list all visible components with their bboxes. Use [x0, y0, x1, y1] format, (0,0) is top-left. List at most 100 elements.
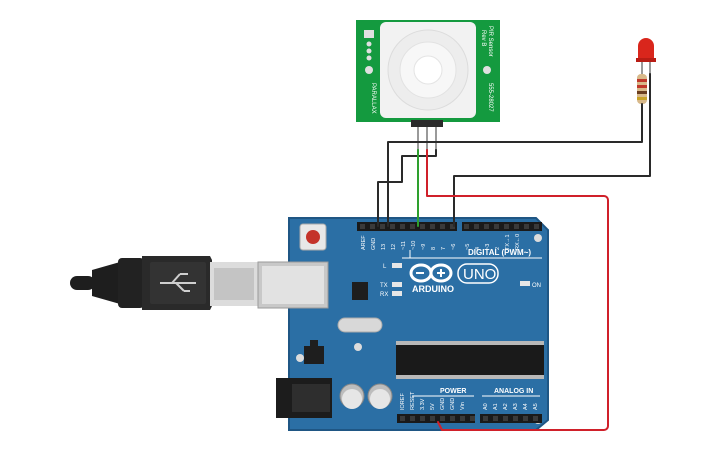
digital-pin-label-10: ~5	[465, 244, 471, 250]
usb-cable	[70, 256, 258, 310]
header-pin-hole	[440, 416, 445, 421]
analog-pin-label-3: A3	[513, 403, 519, 410]
header-pin-hole	[450, 224, 455, 229]
header-pin-hole	[523, 416, 528, 421]
capacitor-right	[367, 383, 393, 409]
power-pin-label-6: Vin	[460, 402, 466, 410]
analog-pin-label-1: A1	[493, 403, 499, 410]
digital-pin-label-4: ~11	[401, 241, 407, 250]
power-pin-label-4: GND	[440, 398, 446, 410]
header-pin-hole	[370, 224, 375, 229]
status-leds: L TX RX ON	[380, 263, 541, 298]
header-pin-hole	[493, 416, 498, 421]
analog-section-label: ANALOG IN	[494, 388, 533, 395]
header-pin-hole	[484, 224, 489, 229]
tx-led-label: TX	[380, 283, 388, 289]
voltage-regulator	[304, 346, 324, 364]
header-pin-hole	[410, 416, 415, 421]
analog-pin-label-0: A0	[483, 403, 489, 410]
header-pin-hole	[390, 224, 395, 229]
pir-sensor: PARALLAX PIR Sensor Rev B 555-28027	[356, 20, 500, 150]
header-pin-hole	[494, 224, 499, 229]
digital-pin-label-12: ~3	[485, 244, 491, 250]
atmega-chip	[396, 341, 544, 379]
digital-pin-label-2: 13	[381, 244, 387, 250]
arduino-brand: ARDUINO	[412, 284, 454, 294]
header-pin-hole	[360, 224, 365, 229]
digital-pin-label-0: AREF	[361, 235, 367, 250]
header-pin-hole	[380, 224, 385, 229]
wire-pir-vcc-to-5v	[426, 149, 609, 431]
l-led-label: L	[383, 264, 387, 270]
power-pin-label-2: 3.3V	[420, 398, 426, 410]
header-pin-hole	[430, 224, 435, 229]
header-pin-hole	[503, 416, 508, 421]
header-pin-hole	[400, 224, 405, 229]
usb-chip	[352, 282, 368, 300]
header-pin-hole	[483, 416, 488, 421]
power-pin-label-0: IOREF	[400, 393, 406, 410]
header-pin-hole	[400, 416, 405, 421]
digital-pin-label-1: GND	[371, 238, 377, 250]
header-pin-hole	[440, 224, 445, 229]
pir-pin-header	[411, 120, 443, 127]
dc-jack	[276, 378, 332, 418]
power-pin-label-3: 5V	[430, 403, 436, 410]
header-pin-hole	[534, 224, 539, 229]
pir-maker: PARALLAX	[370, 83, 376, 114]
digital-pin-label-6: ~9	[421, 244, 427, 250]
header-pin-hole	[460, 416, 465, 421]
pir-part-number: 555-28027	[487, 83, 493, 112]
digital-header-left	[357, 222, 457, 231]
rx-led-label: RX	[380, 292, 388, 298]
red-led	[636, 38, 656, 74]
wire-led-to-pin8	[453, 73, 651, 227]
arduino-board: AREF GND 13 12 ~11 ~10 ~9 8 7 ~6 ~5 4 ~3 2 TX→1 RX←0 IO…	[257, 217, 549, 431]
analog-header	[480, 414, 542, 423]
analog-pin-label-2: A2	[503, 403, 509, 410]
power-section-label: POWER	[440, 388, 466, 395]
digital-pin-label-8: 7	[441, 247, 447, 250]
header-pin-hole	[430, 416, 435, 421]
header-pin-hole	[533, 416, 538, 421]
header-pin-hole	[420, 416, 425, 421]
header-pin-hole	[410, 224, 415, 229]
digital-pin-label-9: ~6	[451, 244, 457, 250]
header-pin-hole	[420, 224, 425, 229]
header-pin-hole	[474, 224, 479, 229]
digital-pin-label-7: 8	[431, 247, 437, 250]
digital-pwm-label: DIGITAL (PWM~)	[468, 248, 531, 257]
uno-badge	[457, 263, 499, 284]
header-pin-hole	[504, 224, 509, 229]
power-pin-label-1: RESET	[410, 391, 416, 410]
header-pin-hole	[464, 224, 469, 229]
capacitor-left	[339, 383, 365, 409]
resistor	[637, 74, 647, 104]
pir-name: PIR Sensor	[487, 26, 493, 57]
uno-model: UNO	[463, 266, 496, 283]
crystal	[337, 317, 383, 333]
digital-pin-label-5: ~10	[411, 241, 417, 250]
usb-symbol-icon	[160, 273, 196, 292]
digital-pin-label-3: 12	[391, 244, 397, 250]
digital-pin-label-15: RX←0	[515, 234, 521, 250]
pir-revision: Rev B	[480, 30, 486, 46]
analog-pin-label-5: A5	[533, 403, 539, 410]
header-pin-hole	[470, 416, 475, 421]
power-header	[397, 414, 475, 423]
digital-pin-label-13: 2	[495, 247, 501, 250]
power-pin-label-5: GND	[450, 398, 456, 410]
header-pin-hole	[524, 224, 529, 229]
digital-header-right	[462, 222, 542, 231]
header-pin-hole	[513, 416, 518, 421]
on-led-label: ON	[532, 283, 541, 289]
arduino-logo-icon	[409, 263, 453, 283]
reset-button	[299, 223, 327, 251]
digital-pin-label-14: TX→1	[505, 234, 511, 250]
digital-pin-label-11: 4	[475, 247, 481, 250]
header-pin-hole	[514, 224, 519, 229]
analog-pin-label-4: A4	[523, 403, 529, 410]
wire-pir-gnd	[377, 149, 437, 227]
wires	[377, 73, 651, 431]
